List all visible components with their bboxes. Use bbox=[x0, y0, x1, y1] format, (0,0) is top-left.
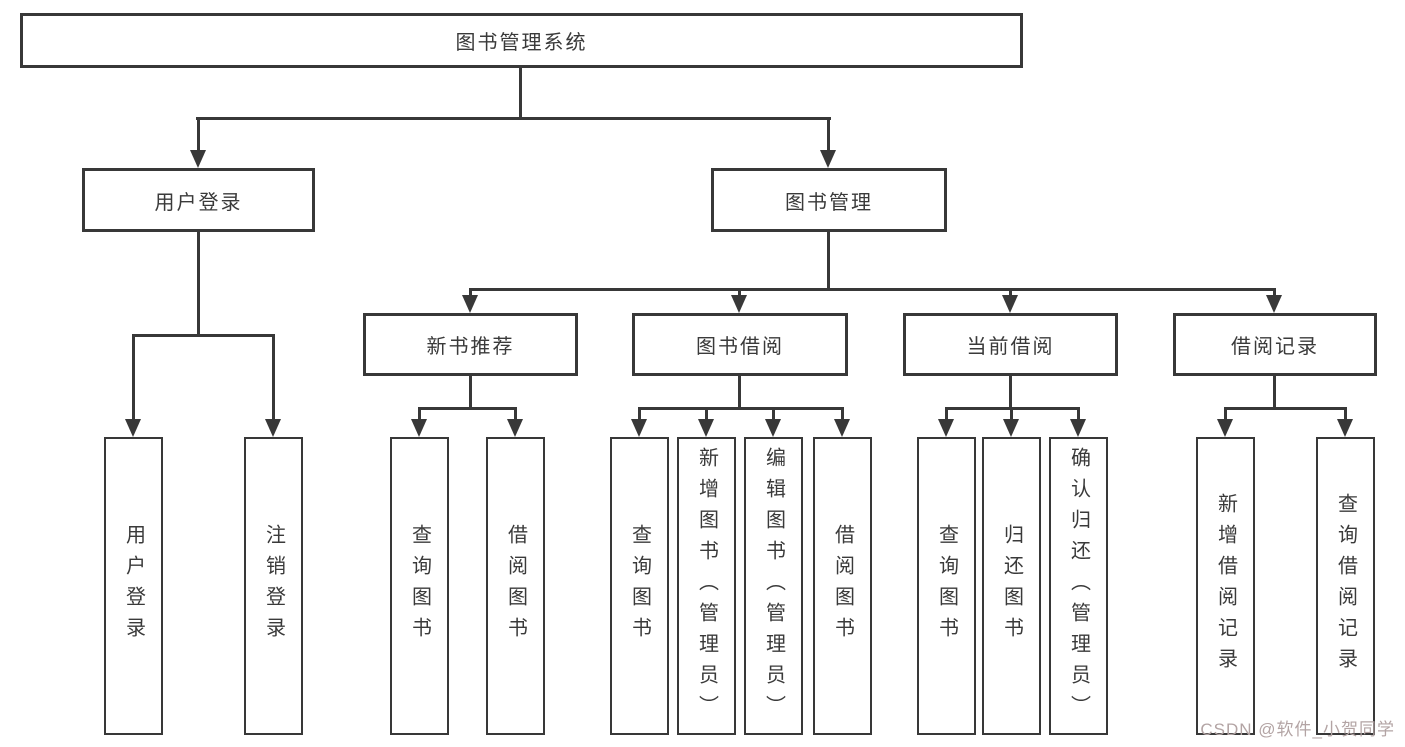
leaf-label: 确认归还（管理员） bbox=[1067, 446, 1090, 726]
arrow-down-icon bbox=[1217, 419, 1233, 437]
node-label: 图书管理系统 bbox=[455, 32, 588, 54]
node-user-login: 用户登录 bbox=[82, 168, 315, 232]
connector-line bbox=[132, 334, 135, 422]
arrow-down-icon bbox=[190, 150, 206, 168]
connector-line bbox=[705, 407, 708, 422]
node-label: 图书借阅 bbox=[696, 336, 784, 358]
arrow-down-icon bbox=[1002, 295, 1018, 313]
connector-line bbox=[1273, 288, 1276, 298]
leaf-label: 借阅图书 bbox=[831, 524, 854, 648]
connector-line bbox=[638, 407, 641, 422]
leaf-edit-book-admin: 编辑图书（管理员） bbox=[744, 437, 803, 735]
connector-line bbox=[827, 117, 830, 153]
connector-line bbox=[1077, 407, 1080, 422]
leaf-confirm-return-admin: 确认归还（管理员） bbox=[1049, 437, 1108, 735]
leaf-label: 编辑图书（管理员） bbox=[762, 446, 785, 726]
leaf-query-borrow-record: 查询借阅记录 bbox=[1316, 437, 1375, 735]
connector-line bbox=[519, 66, 522, 119]
leaf-label: 借阅图书 bbox=[504, 524, 527, 648]
node-current-borrowing: 当前借阅 bbox=[903, 313, 1118, 376]
arrow-down-icon bbox=[1266, 295, 1282, 313]
connector-line bbox=[196, 117, 831, 120]
node-borrowing-records: 借阅记录 bbox=[1173, 313, 1377, 376]
node-label: 当前借阅 bbox=[966, 336, 1055, 358]
arrow-down-icon bbox=[820, 150, 836, 168]
leaf-add-book-admin: 新增图书（管理员） bbox=[677, 437, 736, 735]
arrow-down-icon bbox=[507, 419, 523, 437]
connector-line bbox=[738, 288, 741, 298]
connector-line bbox=[738, 374, 741, 409]
connector-line bbox=[1010, 407, 1013, 422]
node-book-borrowing: 图书借阅 bbox=[632, 313, 848, 376]
leaf-add-borrow-record: 新增借阅记录 bbox=[1196, 437, 1255, 735]
connector-line bbox=[638, 407, 844, 410]
leaf-label: 查询借阅记录 bbox=[1334, 493, 1357, 679]
leaf-query-books-recommend: 查询图书 bbox=[390, 437, 449, 735]
connector-line bbox=[197, 230, 200, 336]
leaf-label: 用户登录 bbox=[122, 524, 145, 648]
connector-line bbox=[514, 407, 517, 422]
arrow-down-icon bbox=[265, 419, 281, 437]
arrow-down-icon bbox=[1070, 419, 1086, 437]
leaf-label: 新增借阅记录 bbox=[1214, 493, 1237, 679]
node-library-management-system: 图书管理系统 bbox=[20, 13, 1023, 68]
connector-line bbox=[418, 407, 517, 410]
node-label: 图书管理 bbox=[785, 191, 873, 214]
arrow-down-icon bbox=[411, 419, 427, 437]
connector-line bbox=[1273, 374, 1276, 409]
leaf-borrow-books-recommend: 借阅图书 bbox=[486, 437, 545, 735]
connector-line bbox=[197, 117, 200, 153]
arrow-down-icon bbox=[1003, 419, 1019, 437]
leaf-label: 注销登录 bbox=[262, 524, 285, 648]
connector-line bbox=[1009, 374, 1012, 409]
connector-line bbox=[272, 334, 275, 422]
connector-line bbox=[469, 288, 472, 298]
connector-line bbox=[469, 374, 472, 409]
leaf-label: 查询图书 bbox=[628, 524, 651, 648]
leaf-label: 查询图书 bbox=[408, 524, 431, 648]
connector-line bbox=[1344, 407, 1347, 422]
leaf-label: 查询图书 bbox=[935, 524, 958, 648]
arrow-down-icon bbox=[125, 419, 141, 437]
arrow-down-icon bbox=[462, 295, 478, 313]
leaf-query-books-current: 查询图书 bbox=[917, 437, 976, 735]
leaf-user-login: 用户登录 bbox=[104, 437, 163, 735]
arrow-down-icon bbox=[1337, 419, 1353, 437]
arrow-down-icon bbox=[731, 295, 747, 313]
node-label: 用户登录 bbox=[154, 191, 243, 214]
connector-line bbox=[827, 230, 830, 290]
leaf-return-books: 归还图书 bbox=[982, 437, 1041, 735]
csdn-watermark: CSDN @软件_小贺同学 bbox=[1200, 720, 1395, 739]
connector-line bbox=[1224, 407, 1347, 410]
arrow-down-icon bbox=[698, 419, 714, 437]
leaf-query-books-borrow: 查询图书 bbox=[610, 437, 669, 735]
connector-line bbox=[841, 407, 844, 422]
node-label: 借阅记录 bbox=[1231, 336, 1319, 358]
connector-line bbox=[945, 407, 948, 422]
node-new-book-recommendation: 新书推荐 bbox=[363, 313, 578, 376]
node-book-management: 图书管理 bbox=[711, 168, 947, 232]
arrow-down-icon bbox=[834, 419, 850, 437]
arrow-down-icon bbox=[631, 419, 647, 437]
arrow-down-icon bbox=[938, 419, 954, 437]
connector-line bbox=[132, 334, 275, 337]
connector-line bbox=[469, 288, 1276, 291]
arrow-down-icon bbox=[765, 419, 781, 437]
connector-line bbox=[418, 407, 421, 422]
leaf-label: 归还图书 bbox=[1000, 524, 1023, 648]
leaf-label: 新增图书（管理员） bbox=[695, 446, 718, 726]
leaf-logout: 注销登录 bbox=[244, 437, 303, 735]
connector-line bbox=[1224, 407, 1227, 422]
connector-line bbox=[772, 407, 775, 422]
leaf-borrow-books-2: 借阅图书 bbox=[813, 437, 872, 735]
node-label: 新书推荐 bbox=[426, 336, 515, 358]
connector-line bbox=[1009, 288, 1012, 298]
